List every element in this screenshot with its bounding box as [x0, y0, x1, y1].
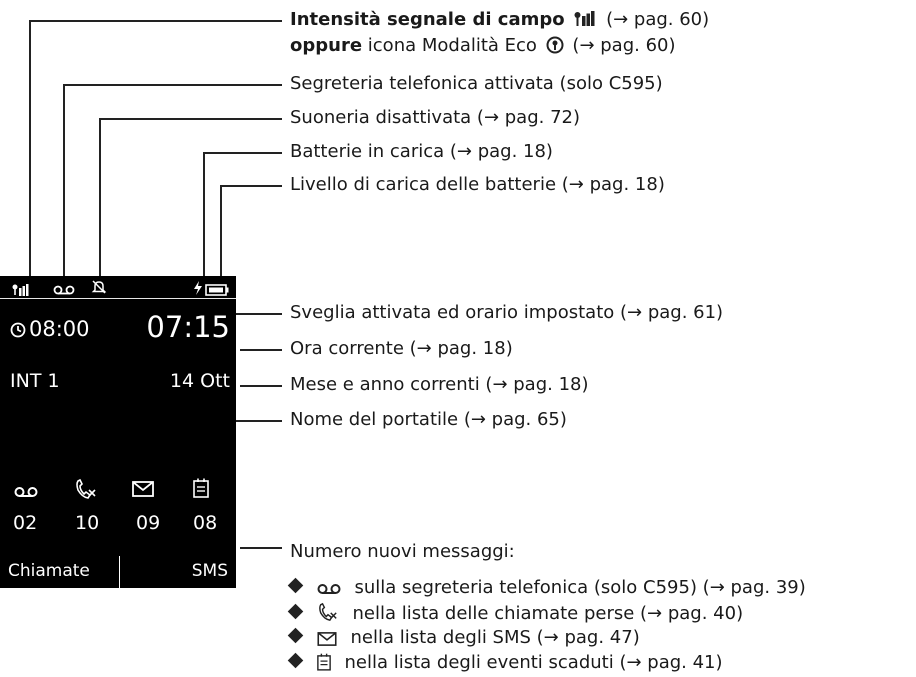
connector-signal-v	[29, 20, 31, 280]
label-ringer-off: Suoneria disattivata (→ pag. 72)	[290, 107, 581, 128]
envelope-icon	[132, 481, 154, 501]
current-time: 07:15	[146, 310, 230, 344]
answering-machine-icon	[14, 484, 38, 503]
count-missed: 10	[75, 512, 100, 534]
bullet-icon	[287, 577, 304, 594]
connector-battery-h	[220, 185, 282, 187]
date-row: INT 1 14 Ott	[0, 370, 236, 396]
softkey-bar: Chiamate SMS	[0, 556, 236, 588]
connector-signal-h	[29, 20, 282, 22]
label-new-messages: Numero nuovi messaggi:	[290, 541, 515, 562]
label-eco-bold: oppure	[290, 35, 363, 56]
calendar-icon	[316, 653, 331, 677]
label-battery-level: Livello di carica delle batterie (→ pag.…	[290, 174, 665, 195]
list-item-text: nella lista delle chiamate perse (→ pag.…	[352, 603, 744, 624]
list-item: nella lista degli SMS (→ pag. 47)	[287, 627, 640, 652]
answering-machine-icon	[53, 281, 75, 300]
list-item-text: nella lista degli SMS (→ pag. 47)	[350, 627, 640, 648]
connector-month-h	[240, 385, 282, 387]
bullet-icon	[287, 652, 304, 669]
label-signal-strength: Intensità segnale di campo (→ pag. 60)	[290, 9, 709, 33]
message-counts: 02 10 09 08	[0, 476, 236, 540]
connector-charging-h	[203, 152, 282, 154]
label-handset-name: Nome del portatile (→ pag. 65)	[290, 409, 567, 430]
label-eco-text: icona Modalità Eco	[367, 35, 537, 56]
alarm-time: 08:00	[29, 317, 90, 341]
connector-ringer-h	[99, 118, 282, 120]
count-events: 08	[193, 512, 218, 534]
bullet-icon	[287, 627, 304, 644]
ringer-off-icon	[91, 279, 107, 299]
count-sms: 09	[136, 512, 161, 534]
label-eco-ref: (→ pag. 60)	[572, 35, 676, 56]
clock-row: 08:00 07:15	[0, 308, 236, 348]
signal-icon	[12, 281, 30, 300]
list-item-text: sulla segreteria telefonica (solo C595) …	[354, 577, 806, 598]
label-month-year: Mese e anno correnti (→ pag. 18)	[290, 374, 589, 395]
list-item-text: nella lista degli eventi scaduti (→ pag.…	[344, 652, 723, 673]
calendar-icon	[193, 478, 209, 502]
label-charging: Batterie in carica (→ pag. 18)	[290, 141, 553, 162]
softkey-divider	[119, 556, 120, 588]
list-item: sulla segreteria telefonica (solo C595) …	[287, 577, 806, 602]
count-answering: 02	[13, 512, 38, 534]
label-signal-ref: (→ pag. 60)	[606, 9, 710, 30]
bullet-icon	[287, 603, 304, 620]
connector-charging-v	[203, 152, 205, 280]
connector-answering-h	[63, 84, 282, 86]
connector-answering-v	[63, 84, 65, 280]
envelope-icon	[317, 630, 337, 652]
missed-call-icon	[317, 602, 339, 628]
handset-name: INT 1	[10, 370, 60, 392]
eco-mode-icon	[546, 36, 564, 60]
label-signal-bold: Intensità segnale di campo	[290, 9, 565, 30]
connector-messages-h	[240, 547, 282, 549]
answering-machine-icon	[317, 580, 341, 602]
missed-call-icon	[74, 478, 98, 504]
alarm-clock-icon	[10, 322, 26, 342]
label-eco-mode: oppure icona Modalità Eco (→ pag. 60)	[290, 35, 676, 60]
handset-display: 08:00 07:15 INT 1 14 Ott	[0, 276, 236, 588]
list-item: nella lista degli eventi scaduti (→ pag.…	[287, 652, 723, 677]
softkey-calls[interactable]: Chiamate	[8, 561, 90, 581]
signal-icon	[574, 11, 596, 33]
label-alarm: Sveglia attivata ed orario impostato (→ …	[290, 302, 724, 323]
softkey-sms[interactable]: SMS	[191, 561, 228, 581]
battery-icon	[205, 281, 229, 300]
label-current-time: Ora corrente (→ pag. 18)	[290, 338, 513, 359]
status-bar	[0, 276, 236, 299]
charging-icon	[193, 280, 203, 299]
connector-time-h	[240, 349, 282, 351]
connector-battery-v	[220, 185, 222, 280]
connector-ringer-v	[99, 118, 101, 280]
current-date: 14 Ott	[169, 370, 230, 392]
label-answering-machine: Segreteria telefonica attivata (solo C59…	[290, 73, 663, 94]
list-item: nella lista delle chiamate perse (→ pag.…	[287, 602, 744, 628]
